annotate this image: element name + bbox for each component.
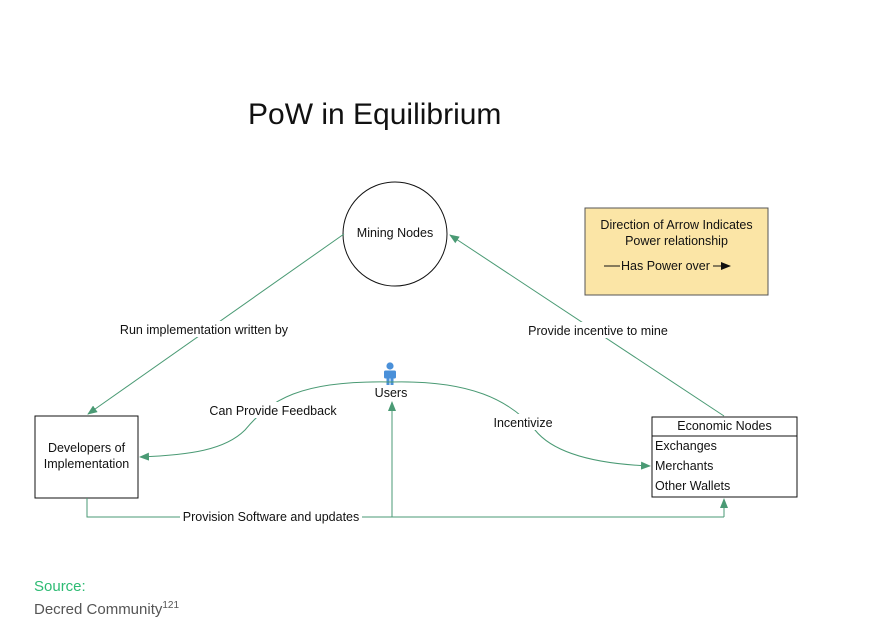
source-label: Source: <box>34 578 86 595</box>
edge-label-users-to-economic: Incentivize <box>493 416 552 430</box>
legend-line-2: Power relationship <box>625 234 728 248</box>
edge-label-bg-users-to-dev <box>206 402 342 418</box>
mining-nodes-label: Mining Nodes <box>357 226 433 240</box>
developers-label-line-1: Developers of <box>48 441 126 455</box>
legend-box <box>584 207 769 296</box>
edge-label-provision: Provision Software and updates <box>183 510 360 524</box>
edge-label-bg-mining-to-dev <box>116 321 292 337</box>
developers-label-line-2: Implementation <box>44 457 130 471</box>
edge-label-bg-provision <box>180 509 362 525</box>
edge-label-mining-to-developers: Run implementation written by <box>120 323 289 337</box>
mining-nodes-node <box>342 181 448 287</box>
economic-item-merchants: Merchants <box>655 459 713 473</box>
edge-label-users-to-developers: Can Provide Feedback <box>209 404 337 418</box>
economic-item-exchanges: Exchanges <box>655 439 717 453</box>
economic-nodes-node <box>651 416 798 498</box>
economic-nodes-title: Economic Nodes <box>677 419 772 433</box>
edge-label-economic-to-mining: Provide incentive to mine <box>528 324 668 338</box>
edge-label-bg-econ-to-mining <box>524 322 672 338</box>
source-name: Decred Community <box>34 601 163 618</box>
legend-example-label: Has Power over <box>621 259 710 273</box>
source-text: Decred Community121 <box>34 600 179 618</box>
source-ref: 121 <box>162 600 180 611</box>
diagram-title: PoW in Equilibrium <box>248 98 501 131</box>
edge-developers-provision <box>86 498 724 518</box>
legend-line-1: Direction of Arrow Indicates <box>600 218 752 232</box>
edge-users-to-developers <box>139 381 392 461</box>
edge-label-bg-users-to-econ <box>490 414 556 430</box>
users-label: Users <box>375 386 408 400</box>
economic-item-other-wallets: Other Wallets <box>655 479 730 493</box>
